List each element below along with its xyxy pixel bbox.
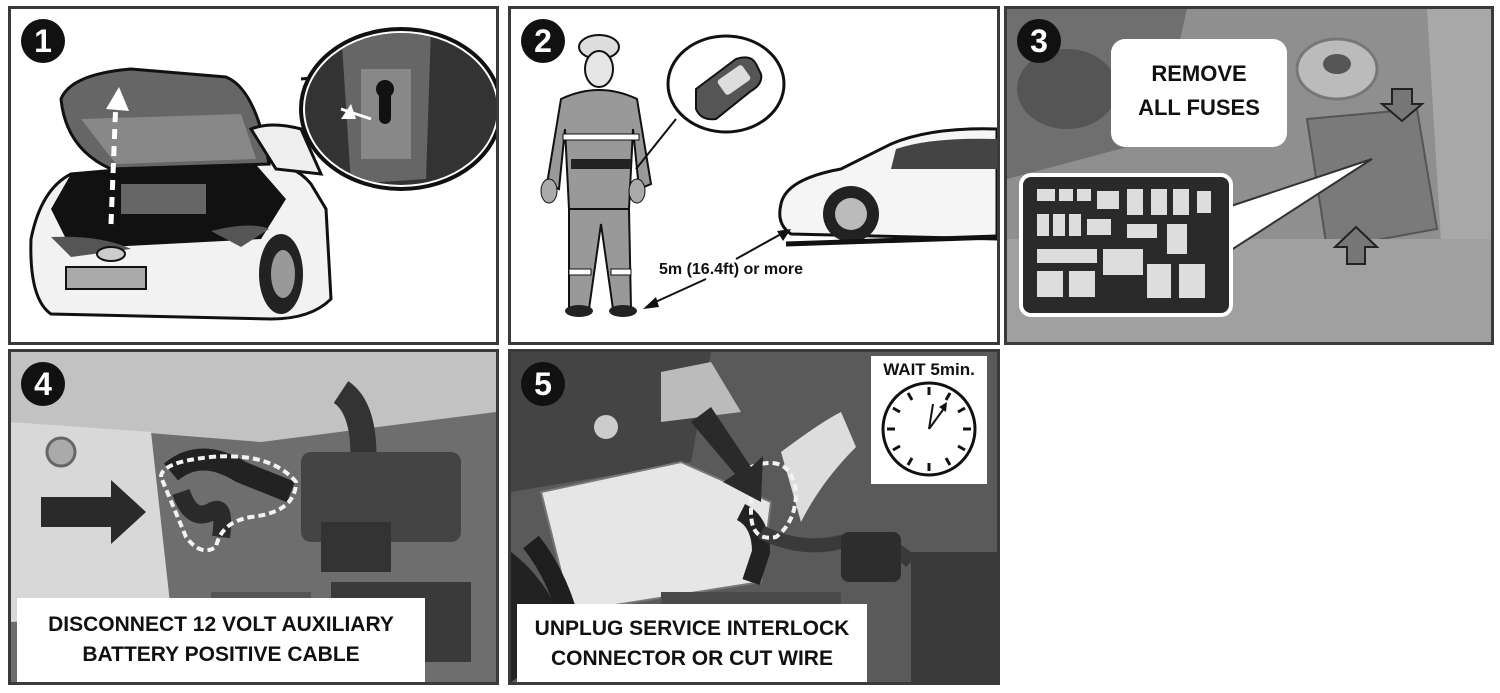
step-5-number-badge: 5 [521,362,565,406]
step-1-number-badge: 1 [21,19,65,63]
step-5-caption: UNPLUG SERVICE INTERLOCK CONNECTOR OR CU… [517,604,867,682]
step-1-panel: 1 [8,6,499,345]
wait-label: WAIT 5min. [883,360,975,379]
step-2-panel: 2 5m (16.4ft) or more [508,6,1000,345]
step-3-number-badge: 3 [1017,19,1061,63]
step-3-panel: REMOVE ALL FUSES 3 [1004,6,1494,345]
hood-open-illustration [29,27,496,321]
step-4-number-badge: 4 [21,362,65,406]
step-5-caption-line-2: CONNECTOR OR CUT WIRE [551,647,833,670]
step-4-caption: DISCONNECT 12 VOLT AUXILIARY BATTERY POS… [17,598,425,682]
callout-line-2: ALL FUSES [1138,95,1260,120]
distance-label: 5m (16.4ft) or more [659,261,804,278]
step-5-panel: WAIT 5min. 5 UNPLUG SERVICE INTERLOCK CO… [508,349,1000,685]
step-4-caption-line-1: DISCONNECT 12 VOLT AUXILIARY [48,613,394,636]
firefighter-illustration [540,34,997,317]
step-5-caption-line-1: UNPLUG SERVICE INTERLOCK [534,617,850,640]
remove-fuses-callout: REMOVE ALL FUSES [1111,39,1287,147]
step-2-number-badge: 2 [521,19,565,63]
callout-line-1: REMOVE [1151,61,1247,86]
step-4-panel: 4 DISCONNECT 12 VOLT AUXILIARY BATTERY P… [8,349,499,685]
step-4-caption-line-2: BATTERY POSITIVE CABLE [82,643,360,666]
